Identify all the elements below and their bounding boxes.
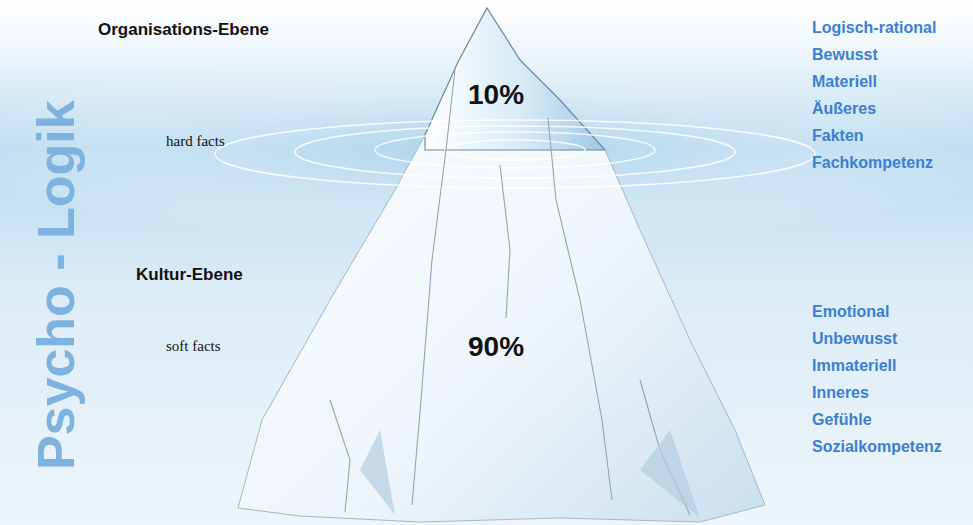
trait-item: Materiell [812, 72, 877, 91]
trait-item: Äußeres [812, 99, 876, 118]
percentage: 90% [468, 330, 524, 364]
vertical-title: Psycho - Logik [25, 100, 87, 470]
trait-item: Bewusst [812, 45, 878, 64]
sublevel-label: hard facts [166, 132, 225, 150]
level-label: Organisations-Ebene [98, 20, 269, 40]
trait-item: Logisch-rational [812, 18, 936, 37]
trait-item: Fachkompetenz [812, 153, 933, 172]
sublevel-label: soft facts [166, 337, 221, 355]
trait-item: Gefühle [812, 410, 872, 429]
trait-item: Inneres [812, 383, 869, 402]
level-label: Kultur-Ebene [136, 265, 243, 285]
trait-item: Fakten [812, 126, 864, 145]
trait-item: Immateriell [812, 356, 896, 375]
trait-item: Emotional [812, 302, 889, 321]
trait-item: Sozialkompetenz [812, 437, 942, 456]
percentage: 10% [468, 78, 524, 112]
trait-item: Unbewusst [812, 329, 897, 348]
